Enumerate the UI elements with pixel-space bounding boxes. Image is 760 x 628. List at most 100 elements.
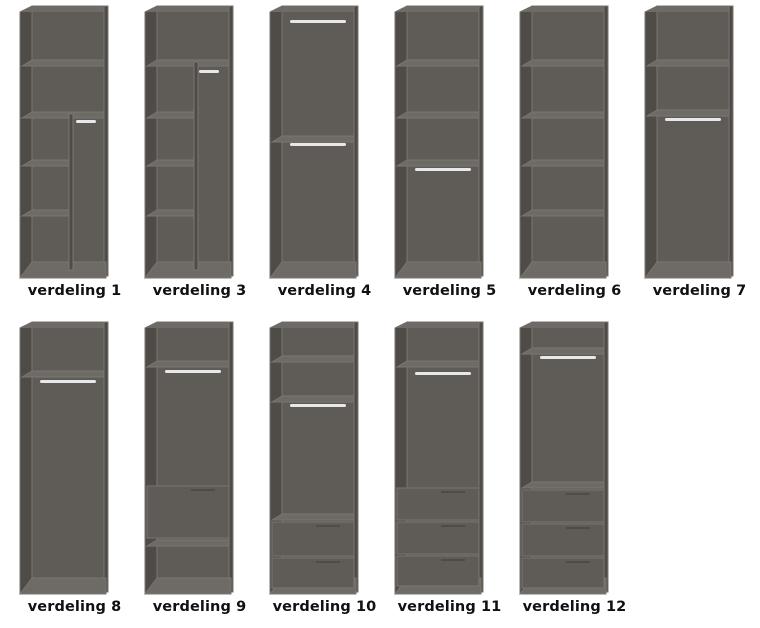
cabinet-shelf: [520, 481, 605, 489]
cabinet-illustration: [269, 321, 359, 595]
cabinet-top-panel: [645, 6, 731, 12]
cabinet-right-panel: [353, 321, 359, 593]
cabinet-floor: [19, 261, 107, 279]
cabinet-label: verdeling 5: [402, 283, 497, 299]
hanging-rail: [290, 404, 346, 407]
cabinet-illustration: [644, 5, 734, 279]
cabinet-label: verdeling 8: [27, 599, 122, 615]
hanging-rail: [40, 380, 96, 383]
cabinet-illustration: [394, 5, 484, 279]
hanging-rail: [540, 356, 596, 359]
hanging-rail: [290, 143, 346, 146]
cabinet-top-panel: [270, 6, 356, 12]
cabinet-shelf: [145, 539, 230, 547]
cabinet-card-verdeling-8[interactable]: verdeling 8: [12, 318, 132, 628]
cabinet-right-panel: [603, 321, 609, 593]
cabinet-side-panel: [519, 5, 533, 279]
cabinet-shelf: [270, 395, 355, 403]
cabinet-top-panel: [145, 322, 231, 328]
hanging-rail: [665, 118, 721, 121]
cabinet-card-verdeling-4[interactable]: verdeling 4: [262, 2, 382, 312]
cabinet-label: verdeling 9: [152, 599, 247, 615]
cabinet-card-verdeling-3[interactable]: verdeling 3: [137, 2, 257, 312]
cabinet-card-verdeling-11[interactable]: verdeling 11: [387, 318, 507, 628]
cabinet-top-panel: [520, 6, 606, 12]
cabinet-floor: [394, 261, 482, 279]
cabinet-shelf: [395, 360, 480, 368]
cabinet-illustration: [144, 5, 234, 279]
cabinet-back-panel: [656, 5, 732, 273]
cabinet-label: verdeling 1: [27, 283, 122, 299]
cabinet-back-panel: [531, 5, 607, 273]
cabinet-illustration: [19, 5, 109, 279]
cabinet-shelf: [20, 159, 70, 167]
cabinet-card-verdeling-12[interactable]: verdeling 12: [512, 318, 632, 628]
cabinet-card-verdeling-1[interactable]: verdeling 1: [12, 2, 132, 312]
cabinet-card-verdeling-7[interactable]: verdeling 7: [637, 2, 757, 312]
cabinet-shelf: [145, 59, 230, 67]
cabinet-right-panel: [103, 321, 109, 593]
cabinet-card-verdeling-10[interactable]: verdeling 10: [262, 318, 382, 628]
cabinet-illustration: [19, 321, 109, 595]
drawer-handle: [566, 527, 590, 529]
cabinet-right-panel: [478, 5, 484, 277]
cabinet-floor: [144, 261, 232, 279]
cabinet-floor: [519, 261, 607, 279]
cabinet-right-panel: [228, 5, 234, 277]
cabinet-shelf: [395, 159, 480, 167]
cabinet-back-panel: [31, 321, 107, 589]
cabinet-divider: [193, 61, 199, 271]
drawer-handle: [316, 525, 340, 527]
drawer-handle: [441, 491, 465, 493]
drawer-front: [396, 487, 480, 521]
cabinet-shelf: [270, 513, 355, 521]
cabinet-side-panel: [19, 321, 33, 595]
drawer-handle: [316, 561, 340, 563]
hanging-rail: [415, 372, 471, 375]
cabinet-illustration: [519, 5, 609, 279]
cabinet-top-panel: [145, 6, 231, 12]
cabinet-illustration: [394, 321, 484, 595]
cabinet-back-panel: [406, 5, 482, 273]
cabinet-right-panel: [103, 5, 109, 277]
cabinet-card-verdeling-6[interactable]: verdeling 6: [512, 2, 632, 312]
cabinet-right-panel: [603, 5, 609, 277]
cabinet-label: verdeling 12: [522, 599, 627, 615]
cabinet-label: verdeling 6: [527, 283, 622, 299]
cabinet-top-panel: [395, 6, 481, 12]
cabinet-label: verdeling 7: [652, 283, 747, 299]
cabinet-top-panel: [20, 322, 106, 328]
cabinet-shelf: [20, 111, 105, 119]
drawer-front: [271, 557, 355, 589]
cabinet-shelf: [145, 209, 195, 217]
cabinet-illustration: [144, 321, 234, 595]
cabinet-shelf: [520, 159, 605, 167]
cabinet-shelf: [20, 209, 70, 217]
cabinet-shelf: [270, 135, 355, 143]
drawer-handle: [566, 493, 590, 495]
hanging-rail: [199, 70, 219, 73]
drawer-handle: [566, 561, 590, 563]
cabinet-right-panel: [478, 321, 484, 593]
cabinet-shelf: [270, 355, 355, 363]
drawer-front: [146, 485, 230, 539]
cabinet-shelf: [145, 360, 230, 368]
cabinet-side-panel: [394, 5, 408, 279]
cabinet-shelf: [20, 59, 105, 67]
cabinet-top-panel: [520, 322, 606, 328]
cabinet-side-panel: [644, 5, 658, 279]
drawer-front: [271, 521, 355, 557]
drawer-handle: [441, 525, 465, 527]
drawer-front: [396, 555, 480, 587]
cabinet-card-verdeling-9[interactable]: verdeling 9: [137, 318, 257, 628]
cabinet-illustration: [519, 321, 609, 595]
cabinet-shelf: [145, 159, 195, 167]
cabinet-card-verdeling-5[interactable]: verdeling 5: [387, 2, 507, 312]
hanging-rail: [165, 370, 221, 373]
cabinet-top-panel: [270, 322, 356, 328]
cabinet-shelf: [395, 59, 480, 67]
cabinet-right-panel: [353, 5, 359, 277]
cabinet-side-panel: [19, 5, 33, 279]
drawer-front: [521, 489, 605, 523]
